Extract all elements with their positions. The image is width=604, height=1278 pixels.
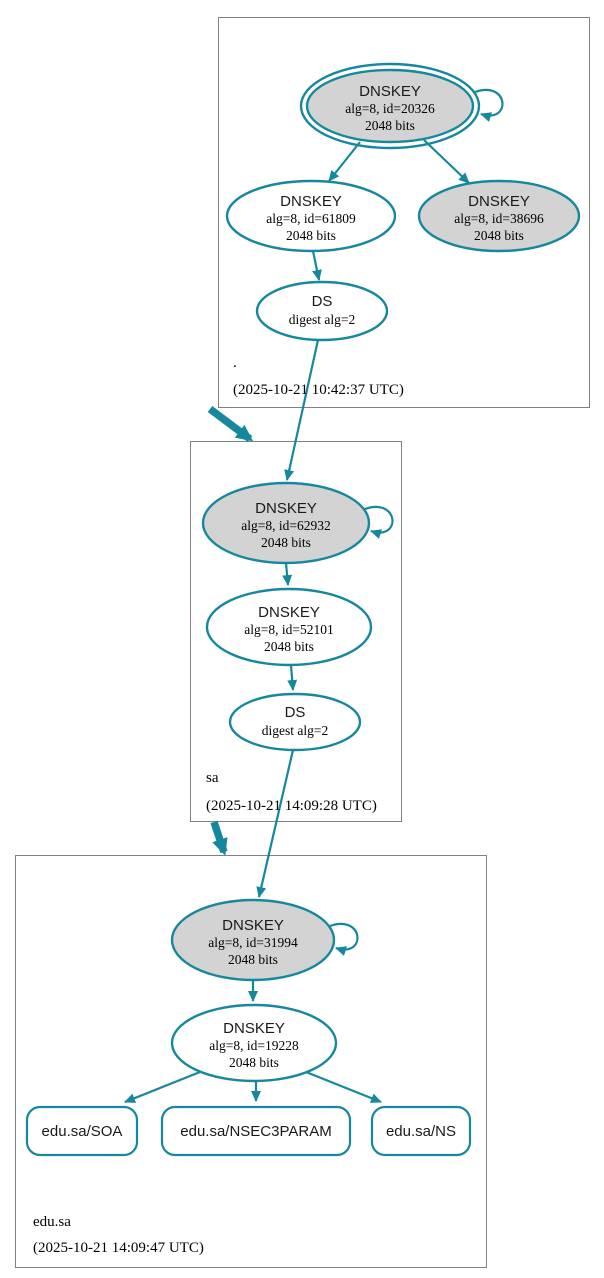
node-detail: digest alg=2 [289,312,355,327]
edge-edu-zsk-to-ns [300,1068,382,1104]
node-rrset-soa[interactable]: edu.sa/SOA [25,1105,139,1157]
zone-timestamp-edu-sa: (2025-10-21 14:09:47 UTC) [33,1240,204,1256]
node-title: DNSKEY [223,1020,285,1037]
node-detail: alg=8, id=20326 [345,101,435,116]
node-detail: digest alg=2 [262,723,328,738]
node-detail: alg=8, id=52101 [244,622,333,637]
edge-root-ksk-self-sign [474,88,504,122]
node-bits: 2048 bits [229,1055,279,1070]
node-detail: alg=8, id=19228 [209,1038,299,1053]
edge-delegation-sa-to-edu [210,820,228,856]
zone-timestamp-sa: (2025-10-21 14:09:28 UTC) [206,798,377,814]
rrset-label: edu.sa/SOA [42,1123,123,1140]
edge-root-ds-to-sa-ksk [284,339,320,481]
node-detail: alg=8, id=38696 [454,211,544,226]
node-root-ksk[interactable]: DNSKEY alg=8, id=20326 2048 bits [299,62,481,150]
edge-edu-ksk-self-sign [329,922,359,956]
node-title: DS [285,704,306,721]
rrset-label: edu.sa/NSEC3PARAM [180,1123,331,1140]
edge-sa-ds-to-edu-ksk [256,749,295,898]
zone-label-sa: sa [206,770,219,786]
node-title: DS [312,293,333,310]
node-root-ds[interactable]: DS digest alg=2 [255,280,389,342]
node-root-zsk[interactable]: DNSKEY alg=8, id=61809 2048 bits [225,179,397,253]
edge-root-ksk-to-zsk [328,141,361,182]
node-rrset-ns[interactable]: edu.sa/NS [370,1105,472,1157]
node-detail: alg=8, id=31994 [208,935,298,950]
node-sa-zsk[interactable]: DNSKEY alg=8, id=52101 2048 bits [205,587,373,667]
node-title: DNSKEY [359,83,421,100]
node-bits: 2048 bits [261,535,311,550]
node-title: DNSKEY [258,604,320,621]
node-sa-ksk[interactable]: DNSKEY alg=8, id=62932 2048 bits [201,481,371,565]
node-bits: 2048 bits [286,228,336,243]
node-bits: 2048 bits [228,952,278,967]
edge-sa-ksk-to-zsk [282,562,293,586]
node-rrset-nsec3param[interactable]: edu.sa/NSEC3PARAM [160,1105,352,1157]
zone-label-edu-sa: edu.sa [33,1214,71,1230]
zone-label-root: . [233,355,237,371]
edge-sa-zsk-to-ds [287,664,298,691]
node-sa-ds[interactable]: DS digest alg=2 [228,692,362,752]
node-bits: 2048 bits [264,639,314,654]
node-bits: 2048 bits [474,228,524,243]
zone-timestamp-root: (2025-10-21 10:42:37 UTC) [233,382,404,398]
edge-edu-zsk-to-soa [124,1068,206,1104]
edge-root-zsk-to-ds [311,250,322,281]
node-title: DNSKEY [468,193,530,210]
node-detail: alg=8, id=62932 [241,518,330,533]
edge-sa-ksk-self-sign [364,505,394,539]
edge-root-ksk-to-key-38696 [423,139,470,184]
edge-delegation-root-to-sa [207,406,254,442]
node-root-key-38696[interactable]: DNSKEY alg=8, id=38696 2048 bits [417,179,581,253]
node-edu-zsk[interactable]: DNSKEY alg=8, id=19228 2048 bits [170,1003,338,1083]
node-title: DNSKEY [255,500,317,517]
node-edu-ksk[interactable]: DNSKEY alg=8, id=31994 2048 bits [170,898,336,982]
node-detail: alg=8, id=61809 [266,211,356,226]
node-bits: 2048 bits [365,118,415,133]
node-title: DNSKEY [222,917,284,934]
rrset-label: edu.sa/NS [386,1123,456,1140]
node-title: DNSKEY [280,193,342,210]
